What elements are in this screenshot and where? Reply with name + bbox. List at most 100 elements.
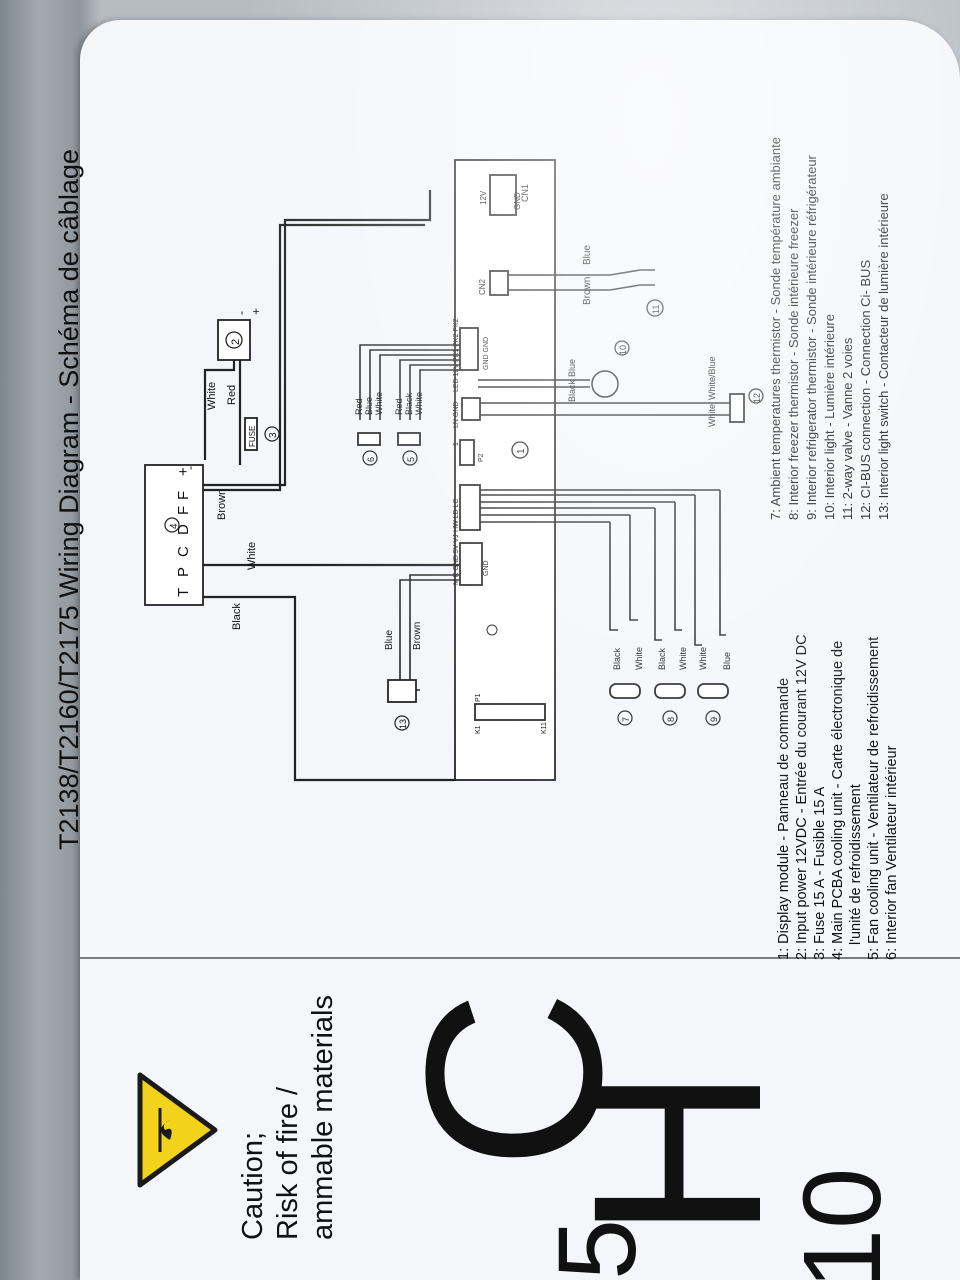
p1-header: [474, 703, 546, 721]
label-white-fan5: White: [414, 392, 424, 415]
cn1-12v: 12V: [479, 190, 488, 205]
caution-line3: ammable materials: [307, 995, 339, 1240]
light-conn-label: HW LD LC: [453, 499, 460, 532]
fan-conn-label: M K GND 5V VJ: [453, 534, 460, 585]
lower-rotated-group: Caution; Risk of fire / ammable material…: [137, 989, 904, 1280]
label-black-7: Black: [612, 647, 622, 670]
label-red-psu: Red: [226, 385, 238, 405]
legend-4b: l'unité de refroidissement: [848, 784, 864, 945]
legend-13: 13: Interior light switch - Contacteur d…: [876, 193, 891, 520]
thermistor-8: [654, 683, 686, 699]
label-blue-fan6: Blue: [364, 397, 374, 415]
psu-minus: -: [234, 311, 248, 315]
wire-blue-switch: [388, 579, 460, 691]
wire-blue-9-down: [719, 490, 726, 636]
terminal-f2: F: [175, 506, 192, 515]
label-red-fan5: Red: [394, 398, 404, 415]
label-white-display: White: [246, 542, 258, 570]
label-blue-light: Blue: [567, 359, 577, 377]
formula-h: H: [543, 1067, 811, 1240]
badge-5-num: 5: [406, 457, 416, 462]
legend-4: 4: Main PCBA cooling unit - Carte électr…: [830, 641, 846, 960]
p2-pin1: 1: [453, 442, 460, 446]
fan-connector: [459, 542, 483, 586]
legend-1: 1: Display module - Panneau de commande: [776, 678, 792, 960]
thermistor-7: [609, 683, 641, 699]
cooling-fan-5: [397, 432, 421, 446]
label-white-8: White: [678, 647, 688, 670]
interior-fan-6: [357, 432, 381, 446]
label-brown-display: Brown: [216, 489, 228, 520]
label-red-fan6: Red: [354, 398, 364, 415]
badge-10-num: 10: [618, 345, 628, 355]
label-white-7: White: [634, 647, 644, 670]
thermistor-9: [697, 683, 729, 699]
wire-white-9-down: [694, 495, 702, 646]
caution-line2: Risk of fire /: [272, 1086, 304, 1240]
label-black-light: Black: [567, 379, 577, 402]
k1-label: K1: [475, 725, 482, 734]
label-brown-switch: Brown: [412, 622, 423, 650]
label-black-display: Black: [231, 603, 243, 630]
badge-2-num: 2: [230, 339, 242, 345]
legend-3: 3: Fuse 15 A - Fusible 15 A: [812, 786, 828, 960]
terminal-c: C: [175, 546, 192, 557]
diagram-title: T2138/T2160/T2175 Wiring Diagram - Schém…: [54, 149, 84, 850]
light-connector: [459, 484, 481, 531]
legend-12: 12: CI-BUS connection - Connection Ci- B…: [858, 260, 873, 520]
label-blue-9: Blue: [722, 652, 732, 670]
sensor-gnd-label: GND GND: [483, 337, 490, 370]
legend-left: 1: Display module - Panneau de commande …: [776, 634, 900, 960]
badge-1-num: 1: [516, 448, 527, 454]
badge-13-num: 13: [398, 719, 408, 729]
legend-11: 11: 2-way valve - Vanne 2 voies: [840, 337, 855, 520]
terminal-f1: F: [175, 491, 192, 500]
terminal-minus: -: [183, 466, 197, 470]
wire-white-7-down: [629, 515, 638, 621]
legend-2: 2: Input power 12VDC - Entrée du courant…: [794, 634, 810, 960]
wire-white-8-down: [674, 502, 682, 631]
badge-8-num: 8: [666, 717, 676, 722]
cn1-gnd: GND: [513, 192, 522, 210]
badge-3-num: 3: [268, 432, 279, 438]
label-black-fan5: Black: [404, 392, 414, 415]
badge-11-num: 11: [651, 305, 661, 314]
badge-6-num: 6: [366, 457, 376, 462]
sensor-connector: [459, 327, 479, 371]
fan-gnd-label: GND: [483, 560, 490, 576]
formula-10: 10: [781, 1168, 904, 1280]
valve-conn-label: LN GND: [453, 402, 460, 428]
terminal-p: P: [175, 567, 192, 577]
p1-label: P1: [475, 693, 482, 702]
label-blue-valve: Blue: [582, 245, 593, 265]
warning-triangle-icon: [137, 1072, 218, 1188]
psu-plus: +: [249, 308, 263, 315]
cn2-connector: [489, 270, 509, 296]
label-black-8: Black: [657, 647, 667, 670]
legend-right: 7: Ambient temperatures thermistor - Son…: [768, 137, 891, 520]
light-switch-13: [387, 679, 417, 703]
label-white-fan6: White: [374, 392, 384, 415]
label-whiteblue: White/Blue: [707, 356, 717, 400]
label-white-cibus: White: [707, 404, 717, 427]
badge-12-num: 12: [752, 393, 762, 403]
badge-9-num: 9: [709, 717, 719, 722]
legend-9: 9: Interior refrigerator thermistor - So…: [804, 154, 819, 520]
legend-10: 10: Interior light - Lumière intérieure: [822, 314, 837, 520]
label-white-psu: White: [206, 382, 218, 410]
k11-label: K11: [541, 722, 548, 734]
main-pcb-board: [454, 159, 556, 781]
fuse-label: FUSE: [248, 426, 257, 447]
terminal-t: T: [175, 588, 192, 597]
wire-black-8-down: [654, 508, 662, 641]
badge-7-num: 7: [621, 717, 631, 722]
legend-6: 6: Interior fan Ventilateur intérieur: [884, 745, 900, 960]
p2-label: P2: [478, 453, 485, 462]
label-white-9: White: [698, 647, 708, 670]
display-module-box: [144, 464, 204, 606]
p2-header: [459, 439, 475, 466]
badge-4-num: 4: [169, 523, 180, 529]
wire-black-7-down: [609, 522, 618, 631]
